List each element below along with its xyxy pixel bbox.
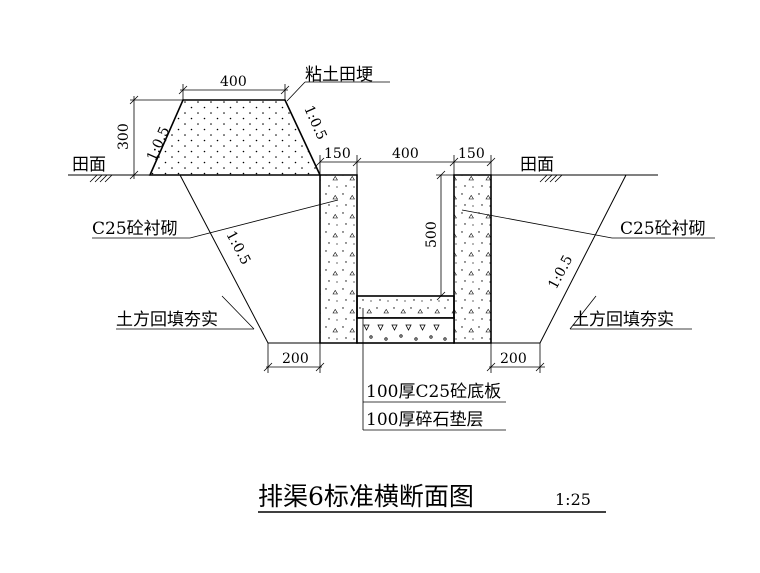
base-slab-label: 100厚C25砼底板 [366, 382, 501, 402]
drawing-title: 排渠6标准横断面图 [258, 482, 474, 511]
drawing-scale: 1:25 [555, 490, 591, 509]
dim-dike-height: 300 [116, 123, 132, 150]
gravel-layer [356, 317, 455, 344]
dim-toe-left: 200 [282, 351, 309, 367]
dimension-lines [129, 81, 545, 373]
dim-dike-top: 400 [220, 74, 247, 90]
dim-channel-width: 400 [392, 146, 419, 162]
ground-hatch-right [536, 174, 566, 183]
dim-channel-depth: 500 [424, 221, 440, 248]
clay-dike [148, 99, 322, 176]
gravel-pattern [363, 324, 447, 341]
dim-wall-right: 150 [458, 146, 485, 162]
dim-slope-right: 1:0.5 [545, 253, 576, 292]
dike-label: 粘土田埂 [305, 65, 373, 85]
dim-wall-left: 150 [324, 146, 351, 162]
backfill-label-left: 土方回填夯实 [116, 310, 218, 330]
ground-hatch-left [86, 174, 116, 183]
left-wall [319, 174, 358, 344]
dim-slope-left: 1:0.5 [222, 228, 253, 267]
field-label-left: 田面 [72, 155, 106, 175]
right-wall [453, 174, 492, 344]
base-slab [356, 295, 455, 319]
gravel-label: 100厚碎石垫层 [366, 410, 483, 430]
backfill-label-right: 土方回填夯实 [572, 310, 674, 330]
field-label-right: 田面 [520, 155, 554, 175]
leader-lines [92, 199, 715, 431]
dim-toe-right: 200 [500, 351, 527, 367]
lining-label-right: C25砼衬砌 [620, 219, 706, 239]
dim-dike-slope-right: 1:0.5 [300, 103, 329, 142]
lining-label-left: C25砼衬砌 [92, 219, 178, 239]
